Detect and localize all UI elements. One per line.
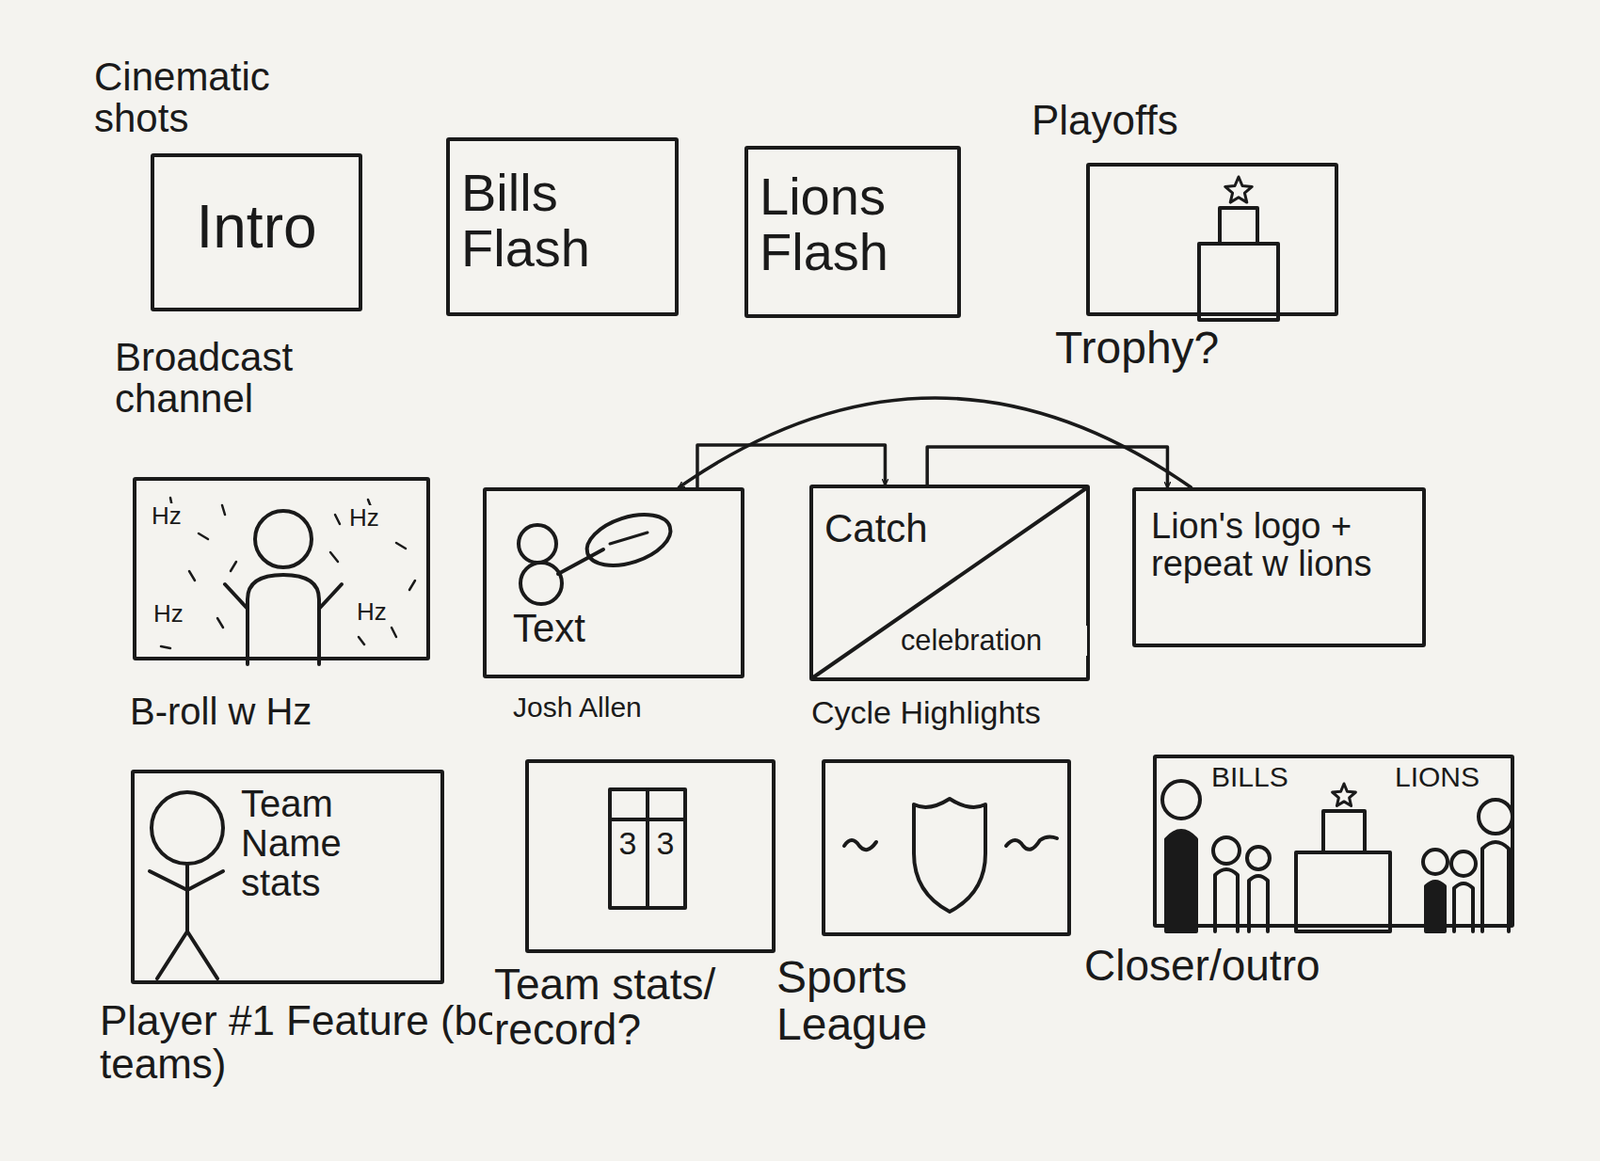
fan-body [1248, 876, 1268, 932]
intro-frame: Cinematic shotsIntroBroadcast channel [150, 153, 363, 312]
sparkle-mark [230, 561, 237, 572]
frame-sketch [1086, 162, 1339, 317]
trophy-base [1296, 852, 1391, 932]
fan-head [1247, 847, 1270, 870]
frame-title: Intro [160, 195, 353, 259]
frame-sketch [821, 759, 1072, 937]
frame-caption: B-roll w Hz [128, 691, 439, 732]
team-name: LIONS [1392, 762, 1497, 793]
fan-body [1482, 842, 1509, 932]
player-highlight-frame: TextJosh Allen [482, 487, 745, 679]
squiggle [844, 840, 877, 850]
trophy-star [1332, 784, 1357, 807]
team-name: BILLS [1209, 762, 1313, 793]
frame-note: Hz [151, 601, 208, 627]
sparkle-mark [330, 552, 338, 562]
stick-body [185, 864, 190, 932]
trophy-cup [1219, 208, 1258, 244]
split-line [813, 488, 1087, 678]
outro-frame: BILLSLIONSCloser/outro [1152, 754, 1515, 928]
trophy-base [1199, 243, 1279, 320]
sparkle-mark [358, 637, 365, 645]
frame-heading: Cinematic shots [92, 56, 328, 140]
frame-caption: Trophy? [1053, 324, 1280, 372]
highlight-cycle-frame: CatchcelebrationCycle Highlights [809, 484, 1090, 682]
table-cell: 3 [649, 827, 682, 862]
league-frame: Sports League [821, 759, 1072, 937]
fan-head [1162, 781, 1200, 819]
table-cell: 3 [611, 827, 644, 862]
team-stats-frame: 33Team stats/ record? [525, 759, 776, 954]
frame-note: Hz [149, 503, 207, 529]
lions-logo-frame: Lion's logo + repeat w lions [1132, 487, 1426, 648]
person-arm [319, 584, 342, 609]
stick-legs [157, 931, 218, 979]
sparkle-mark [189, 571, 195, 581]
player-feature-frame: Team Name statsPlayer #1 Feature (both t… [130, 769, 445, 985]
stick-arms [149, 871, 224, 891]
frame-caption: Josh Allen [511, 692, 737, 723]
b-roll-frame: HzHzHzHzB-roll w Hz [132, 477, 431, 661]
fan-head [1423, 849, 1448, 875]
frame-caption: Player #1 Feature (both teams) [97, 999, 541, 1087]
fan-body [1454, 883, 1473, 932]
frame-title: Bills Flash [459, 165, 667, 277]
frame-caption: Broadcast channel [112, 336, 377, 420]
person-arm [224, 584, 248, 609]
fan-body [1425, 881, 1445, 932]
stats-table [609, 789, 686, 909]
sequence-arrow [679, 398, 1192, 488]
sequence-arrow [697, 445, 886, 488]
frame-title: Catch [822, 508, 955, 550]
frame-title: Lions Flash [757, 169, 951, 281]
trophy-cup [1323, 811, 1365, 853]
league-shield [913, 799, 986, 912]
trophy-star [1225, 176, 1253, 203]
sparkle-mark [335, 514, 340, 525]
sparkle-mark [217, 618, 224, 628]
frame-caption: Closer/outro [1082, 943, 1459, 989]
football [580, 505, 677, 576]
player-head [518, 525, 557, 563]
fan-body [1215, 869, 1238, 932]
fan-head [1451, 851, 1476, 877]
bills-flash-frame: Bills Flash [446, 137, 679, 317]
fan-body [1166, 831, 1197, 932]
playoffs-frame: PlayoffsTrophy? [1086, 162, 1339, 317]
frame-caption: Sports League [774, 954, 1001, 1050]
sparkle-mark [198, 533, 208, 540]
lions-flash-frame: Lions Flash [744, 145, 961, 319]
person-body [247, 575, 320, 665]
sparkle-mark [396, 543, 406, 549]
frame-heading: Playoffs [1029, 98, 1275, 143]
frame-note: Text [511, 608, 624, 650]
sequence-arrow [927, 447, 1168, 488]
football-lace [609, 532, 648, 544]
frame-note: Hz [354, 599, 412, 625]
sparkle-mark [409, 580, 416, 591]
frame-note: Team Name stats [239, 784, 390, 903]
squiggle [1006, 836, 1057, 849]
player-body [520, 562, 562, 605]
sparkle-mark [391, 627, 397, 638]
person-head [255, 511, 312, 568]
fan-head [1213, 837, 1240, 864]
frame-sketch [482, 487, 745, 679]
sparkle-mark [222, 505, 225, 515]
frame-title: celebration [898, 625, 1088, 656]
frame-caption: Cycle Highlights [809, 696, 1111, 731]
frame-note: Hz [347, 505, 404, 531]
stick-head [151, 792, 224, 864]
fan-head [1478, 800, 1513, 834]
frame-caption: Team stats/ record? [492, 961, 775, 1054]
frame-note: Lion's logo + repeat w lions [1149, 508, 1413, 584]
sparkle-mark [160, 646, 171, 649]
